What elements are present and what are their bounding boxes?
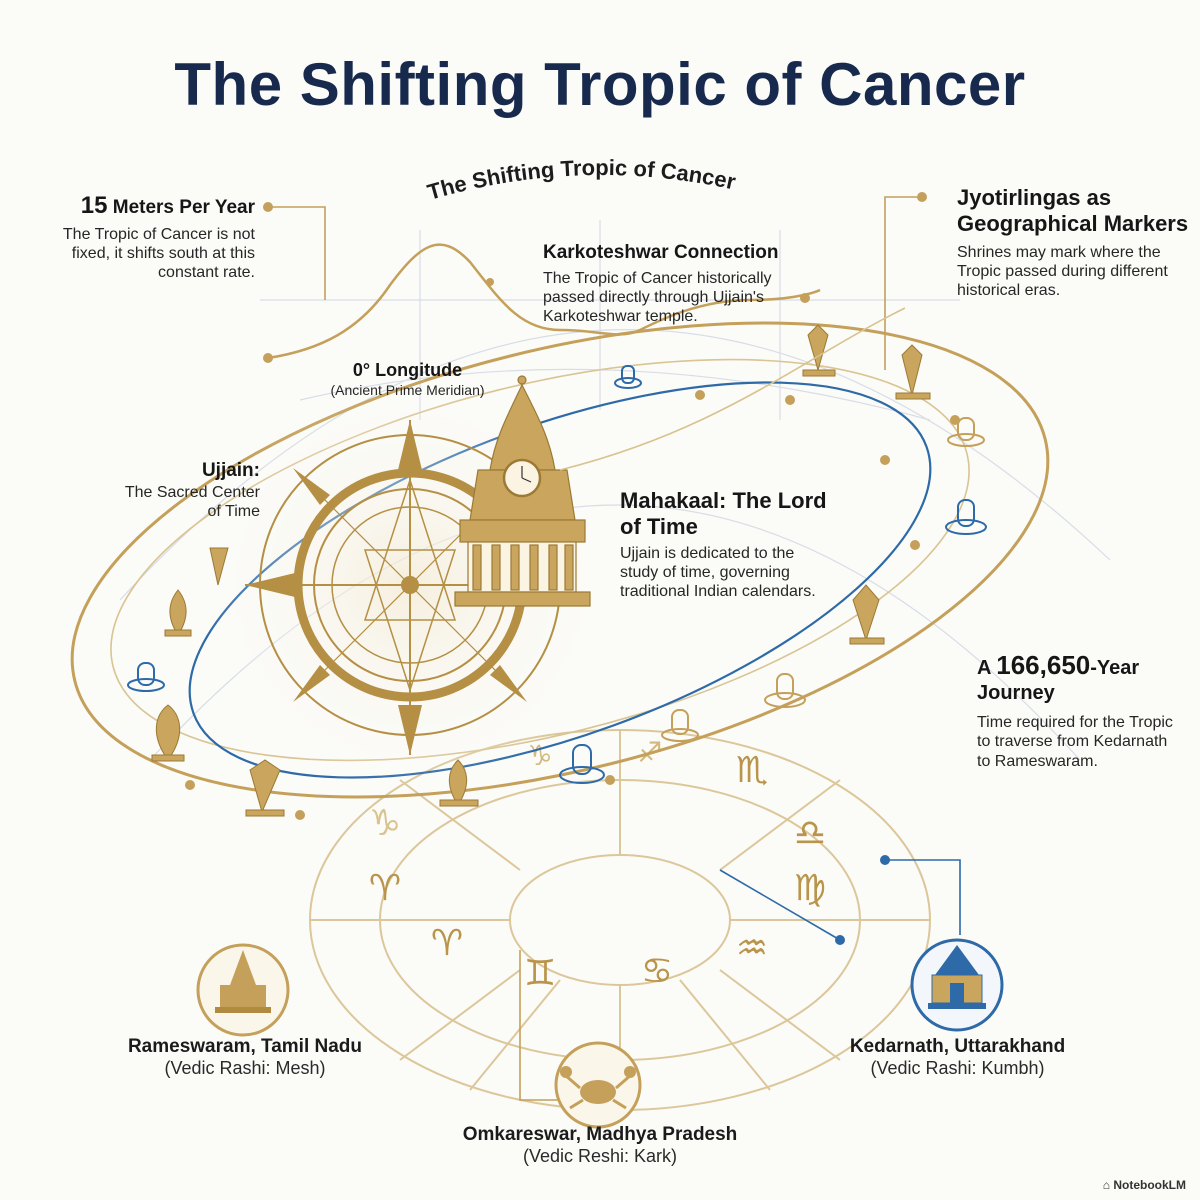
ujjain-block: Ujjain: The Sacred Center of Time xyxy=(120,460,260,521)
kedarnath-temple-icon xyxy=(910,938,1004,1032)
omkareswar-name: Omkareswar, Madhya Pradesh xyxy=(462,1124,738,1145)
jyotirlingas-heading: Jyotirlingas as Geographical Markers xyxy=(957,185,1189,236)
brand-icon: ⌂ xyxy=(1102,1178,1110,1192)
kedarnath-rashi: (Vedic Rashi: Kumbh) xyxy=(870,1058,1045,1078)
kedarnath-name: Kedarnath, Uttarakhand xyxy=(849,1036,1066,1057)
omkareswar-crab-icon xyxy=(554,1041,642,1129)
rate-label: Meters Per Year xyxy=(112,197,255,218)
rameswaram-name: Rameswaram, Tamil Nadu xyxy=(127,1036,363,1057)
svg-text:♏: ♏ xyxy=(736,750,768,791)
ujjain-heading: Ujjain: xyxy=(201,460,260,481)
svg-text:♋: ♋ xyxy=(641,951,673,992)
svg-text:♒: ♒ xyxy=(736,928,768,969)
longitude-block: 0° Longitude (Ancient Prime Meridian) xyxy=(300,360,515,398)
journey-block: A 166,650-Year Journey Time required for… xyxy=(977,650,1177,771)
omkareswar-label: Omkareswar, Madhya Pradesh (Vedic Reshi:… xyxy=(440,1124,760,1167)
karkoteshwar-heading: Karkoteshwar Connection xyxy=(543,242,779,263)
svg-text:♍: ♍ xyxy=(794,868,826,909)
journey-value: 166,650 xyxy=(996,650,1091,680)
mountain-path xyxy=(267,243,821,360)
kedarnath-label: Kedarnath, Uttarakhand (Vedic Rashi: Kum… xyxy=(815,1036,1100,1079)
svg-text:♑: ♑ xyxy=(369,803,401,844)
svg-text:♊: ♊ xyxy=(524,953,556,994)
journey-prefix: A xyxy=(977,657,991,679)
longitude-sub: (Ancient Prime Meridian) xyxy=(330,381,485,398)
omkareswar-rashi: (Vedic Reshi: Kark) xyxy=(522,1146,678,1166)
mahakaal-block: Mahakaal: The Lord of Time Ujjain is ded… xyxy=(620,488,835,601)
rameswaram-temple-icon xyxy=(196,943,290,1037)
journey-suffix: -Year Journey xyxy=(977,657,1140,705)
ujjain-text: The Sacred Center of Time xyxy=(124,483,260,520)
karkoteshwar-text: The Tropic of Cancer historically passed… xyxy=(543,269,772,326)
shrine-icons xyxy=(151,324,931,817)
mahakaal-temple-icon xyxy=(454,375,591,607)
longitude-heading: 0° Longitude xyxy=(352,360,463,380)
journey-text: Time required for the Tropic to traverse… xyxy=(977,714,1173,770)
brand-label: NotebookLM xyxy=(1113,1178,1186,1192)
zodiac-glyphs: ♑ ♐ ♏ ♎ ♍ ♒ ♋ ♊ ♈ ♈ ♑ xyxy=(369,736,826,994)
leader-lines xyxy=(268,196,961,1101)
rate-value: 15 xyxy=(80,192,108,219)
brand-watermark: ⌂ NotebookLM xyxy=(1103,1178,1186,1192)
arc-title: The Shifting Tropic of Cancer xyxy=(425,155,739,205)
rate-text: The Tropic of Cancer is not fixed, it sh… xyxy=(62,225,255,282)
svg-text:The Shifting Tropic of Cancer: The Shifting Tropic of Cancer xyxy=(425,155,739,205)
rameswaram-label: Rameswaram, Tamil Nadu (Vedic Rashi: Mes… xyxy=(95,1036,395,1079)
jyotirlingas-text: Shrines may mark where the Tropic passed… xyxy=(957,243,1168,300)
svg-text:♎: ♎ xyxy=(794,813,826,854)
rameswaram-rashi: (Vedic Rashi: Mesh) xyxy=(164,1058,326,1078)
outer-orbit xyxy=(70,321,1050,799)
page-title: The Shifting Tropic of Cancer xyxy=(174,51,1026,118)
karkoteshwar-block: Karkoteshwar Connection The Tropic of Ca… xyxy=(543,242,803,326)
svg-text:♈: ♈ xyxy=(369,868,401,909)
jyotirlingas-block: Jyotirlingas as Geographical Markers Shr… xyxy=(957,185,1192,300)
mahakaal-text: Ujjain is dedicated to the study of time… xyxy=(620,544,816,601)
svg-text:♈: ♈ xyxy=(431,923,463,964)
lingam-icons xyxy=(127,365,987,784)
mahakaal-heading: Mahakaal: The Lord of Time xyxy=(620,488,827,539)
rate-block: 15 Meters Per Year The Tropic of Cancer … xyxy=(40,192,255,282)
